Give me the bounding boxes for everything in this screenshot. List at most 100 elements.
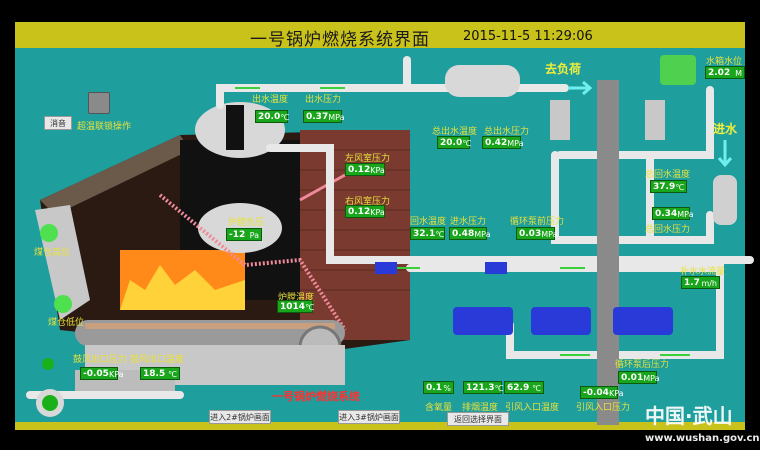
boiler-2-button[interactable]: 进入2#锅炉画面 <box>209 410 271 424</box>
exhaust-temp-unit: ℃ <box>494 384 504 393</box>
makeup-flow-label: 补水水流量 <box>680 267 726 277</box>
softener-tank <box>713 175 737 225</box>
oxygen-unit: % <box>443 384 451 393</box>
inlet-pressure-value: 0.48 <box>452 229 475 239</box>
to-load-label: 去负荷 <box>545 62 582 76</box>
header-tank <box>445 65 520 97</box>
furnace-temp-unit: ℃ <box>305 303 315 312</box>
makeup-flow-unit: m/h <box>701 279 717 288</box>
bottom-bar <box>15 422 745 430</box>
exhaust-temp-value: 121.3 <box>466 383 495 393</box>
induced-inlet-pressure-unit: KPa <box>608 389 624 398</box>
total-outlet-temp-value-box: 20.0℃ <box>437 136 472 149</box>
induced-inlet-temp-unit: ℃ <box>532 384 541 393</box>
blower-indicator <box>42 358 54 370</box>
total-return-pressure-label: 总回水压力 <box>645 225 691 235</box>
outlet-temp-label: 出水温度 <box>252 95 289 105</box>
outlet-pressure-value: 0.37 <box>306 112 329 122</box>
inlet-pressure-unit: MPa <box>474 230 491 239</box>
datetime: 2015-11-5 11:29:06 <box>463 29 593 44</box>
induced-inlet-temp-label: 引风入口温度 <box>505 403 560 413</box>
page-title: 一号锅炉燃烧系统界面 <box>250 30 430 50</box>
blower-outlet-temp-value: 18.5 <box>143 369 166 379</box>
total-return-temp-value: 37.9 <box>653 182 676 192</box>
coal-low-indicator <box>54 295 72 313</box>
arrow-right-icon <box>568 80 593 96</box>
total-return-temp-unit: ℃ <box>675 183 685 192</box>
tank-level-label: 水箱水位 <box>706 57 743 67</box>
pump-rear-pressure-value: 0.01 <box>621 373 644 383</box>
boiler-3-button[interactable]: 进入3#锅炉画面 <box>338 410 400 424</box>
total-return-pressure-value: 0.34 <box>655 209 678 219</box>
right-chamber-pressure-value: 0.12 <box>348 207 371 217</box>
arrow-down-icon <box>717 140 733 168</box>
furnace-negative-pressure-label: 炉膛负压 <box>228 218 265 228</box>
water-tank <box>660 55 696 85</box>
outlet-temp-unit: ℃ <box>280 113 290 122</box>
pump-rear-pressure-label: 循环泵后压力 <box>615 360 670 370</box>
pump-front-pressure-label: 循环泵前压力 <box>510 217 565 227</box>
right-chamber-pressure-unit: KPa <box>370 208 385 217</box>
blower-outlet-pressure-label: 鼓风出口压力 <box>73 355 128 365</box>
outlet-temp-value-box: 20.0℃ <box>255 110 290 123</box>
coal-high-label: 煤仓高位 <box>34 248 71 258</box>
flow-indicators <box>235 87 690 356</box>
mute-button[interactable]: 消音 <box>44 116 72 130</box>
oxygen-value-box: 0.1% <box>423 381 454 394</box>
furnace-temp-label: 炉膛温度 <box>278 293 315 303</box>
outlet-pressure-unit: MPa <box>328 113 345 122</box>
total-outlet-pressure-unit: MPa <box>507 139 524 148</box>
right-chamber-pressure-label: 右风室压力 <box>345 197 391 207</box>
pump-front-pressure-value: 0.03 <box>519 229 542 239</box>
blower-outlet-temp-label: 鼓风出口温度 <box>130 355 185 365</box>
back-to-selection-button[interactable]: 返回选择界面 <box>447 412 509 426</box>
title-bar <box>15 22 745 48</box>
overtemp-interlock-label: 超温联锁操作 <box>77 122 132 132</box>
furnace-temp-value-box: 1014℃ <box>277 300 315 313</box>
outlet-temp-value: 20.0 <box>258 112 281 122</box>
inlet-pressure-label: 进水压力 <box>450 217 487 227</box>
make-up-pumps <box>550 100 665 140</box>
return-temp-unit: ℃ <box>435 230 445 239</box>
coal-low-label: 煤仓低位 <box>48 318 85 328</box>
induced-inlet-temp-value: 62.9 <box>507 383 530 393</box>
total-outlet-temp-unit: ℃ <box>462 139 472 148</box>
furnace-temp-value: 1014 <box>280 302 306 312</box>
oxygen-label: 含氧量 <box>425 403 453 413</box>
overtemp-interlock-toggle[interactable] <box>88 92 110 114</box>
water-in-label: 进水 <box>713 122 738 136</box>
induced-inlet-pressure-label: 引风入口压力 <box>576 403 631 413</box>
watermark-name: 中国·武山 <box>645 404 733 428</box>
pump-front-pressure-unit: MPa <box>541 230 558 239</box>
furnace-negative-pressure-unit: Pa <box>249 231 259 240</box>
induced-inlet-pressure-value: -0.04 <box>583 388 609 398</box>
exhaust-temp-value-box: 121.3℃ <box>463 381 504 394</box>
total-return-pressure-unit: MPa <box>677 210 694 219</box>
circulation-pumps <box>375 262 673 335</box>
furnace-negative-pressure-value: -12 <box>229 230 246 240</box>
oxygen-value: 0.1 <box>426 383 442 393</box>
return-temp-value: 32.1 <box>413 229 436 239</box>
makeup-flow-value: 1.7 <box>684 278 700 288</box>
blower-outlet-temp-unit: ℃ <box>168 370 177 379</box>
total-return-temp-label: 总回水温度 <box>645 170 691 180</box>
left-chamber-pressure-label: 左风室压力 <box>345 154 391 164</box>
chain-grate <box>75 320 345 398</box>
system-caption: 一号锅炉燃烧系统 <box>272 390 360 403</box>
left-chamber-pressure-value: 0.12 <box>348 165 371 175</box>
total-outlet-pressure-label: 总出水压力 <box>484 127 530 137</box>
chimney <box>597 80 619 425</box>
return-temp-label: 回水温度 <box>410 217 447 227</box>
coal-high-indicator <box>40 224 58 242</box>
total-outlet-pressure-value: 0.42 <box>485 138 508 148</box>
